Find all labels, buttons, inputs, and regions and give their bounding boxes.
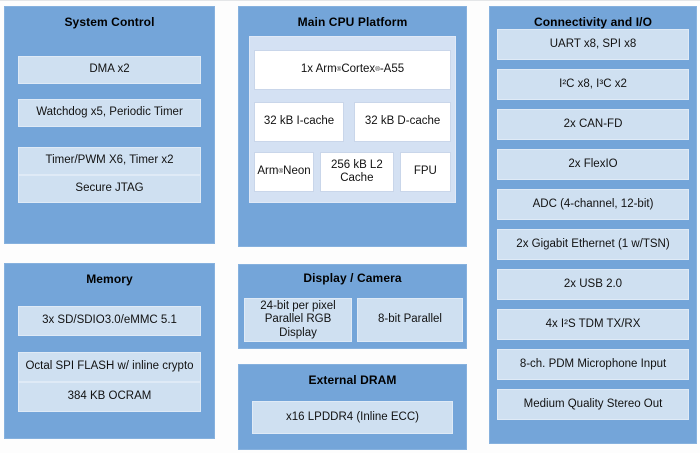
- system-control-block: System Control DMA x2 Watchdog x5, Perio…: [4, 6, 215, 244]
- system-control-item: Timer/PWM X6, Timer x2: [18, 147, 201, 175]
- connectivity-item: UART x8, SPI x8: [497, 29, 689, 60]
- connectivity-item: ADC (4-channel, 12-bit): [497, 189, 689, 220]
- external-dram-item: x16 LPDDR4 (Inline ECC): [252, 401, 453, 434]
- connectivity-item: I²C x8, I³C x2: [497, 69, 689, 100]
- cpu-cache-row: 32 kB I-cache 32 kB D-cache: [254, 102, 451, 142]
- memory-item: 384 KB OCRAM: [18, 382, 201, 412]
- main-cpu-platform-title: Main CPU Platform: [297, 15, 408, 29]
- display-camera-title: Display / Camera: [303, 271, 402, 285]
- cpu-inner-panel: 1x Arm® Cortex®-A55 32 kB I-cache 32 kB …: [249, 36, 456, 203]
- external-dram-block: External DRAM x16 LPDDR4 (Inline ECC): [238, 364, 467, 450]
- connectivity-io-block: Connectivity and I/O UART x8, SPI x8 I²C…: [489, 6, 697, 444]
- icache-box: 32 kB I-cache: [254, 102, 345, 142]
- cpu-units-row: Arm® Neon 256 kB L2 Cache FPU: [254, 152, 451, 192]
- connectivity-item: 2x Gigabit Ethernet (1 w/TSN): [497, 229, 689, 260]
- memory-item: 3x SD/SDIO3.0/eMMC 5.1: [18, 306, 201, 336]
- dcache-box: 32 kB D-cache: [354, 102, 451, 142]
- fpu-box: FPU: [399, 152, 451, 192]
- system-control-item: Watchdog x5, Periodic Timer: [18, 99, 201, 127]
- connectivity-item: 8-ch. PDM Microphone Input: [497, 349, 689, 380]
- memory-item: Octal SPI FLASH w/ inline crypto: [18, 352, 201, 382]
- connectivity-item: 2x FlexIO: [497, 149, 689, 180]
- cpu-core-box: 1x Arm® Cortex®-A55: [254, 50, 451, 90]
- display-camera-row: 24-bit per pixel Parallel RGB Display 8-…: [244, 298, 463, 342]
- system-control-item: Secure JTAG: [18, 175, 201, 203]
- external-dram-title: External DRAM: [308, 373, 397, 387]
- connectivity-item: 2x USB 2.0: [497, 269, 689, 300]
- connectivity-io-title: Connectivity and I/O: [533, 15, 652, 29]
- system-control-title: System Control: [64, 15, 155, 29]
- connectivity-item: 2x CAN-FD: [497, 109, 689, 140]
- display-camera-item: 24-bit per pixel Parallel RGB Display: [244, 298, 352, 342]
- connectivity-item: 4x I²S TDM TX/RX: [497, 309, 689, 340]
- l2-cache-box: 256 kB L2 Cache: [320, 152, 394, 192]
- connectivity-item: Medium Quality Stereo Out: [497, 389, 689, 420]
- neon-box: Arm® Neon: [254, 152, 315, 192]
- system-control-item: DMA x2: [18, 56, 201, 84]
- display-camera-item: 8-bit Parallel: [357, 298, 463, 342]
- main-cpu-platform-block: Main CPU Platform 1x Arm® Cortex®-A55 32…: [238, 6, 467, 247]
- display-camera-block: Display / Camera 24-bit per pixel Parall…: [238, 264, 467, 349]
- memory-block: Memory 3x SD/SDIO3.0/eMMC 5.1 Octal SPI …: [4, 263, 215, 439]
- memory-title: Memory: [86, 272, 133, 286]
